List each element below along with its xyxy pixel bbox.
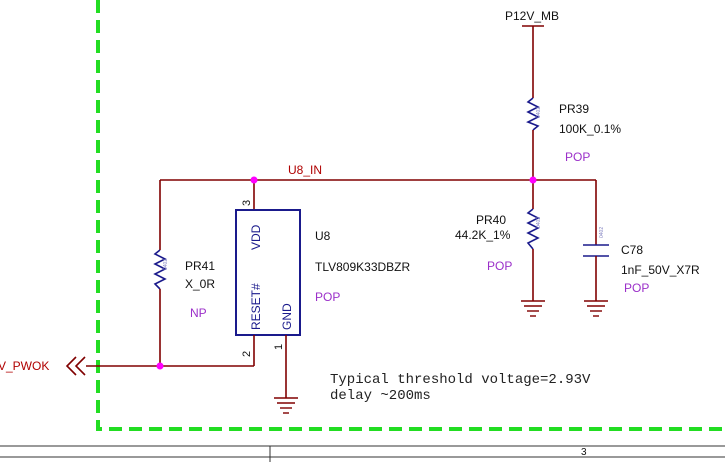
note-delay: delay ~200ms	[330, 388, 431, 404]
pr40-package: 0402	[536, 217, 542, 228]
pr39-value: 100K_0.1%	[559, 122, 621, 136]
u8-pin3-number: 3	[241, 200, 253, 206]
pr41-pop: NP	[190, 306, 207, 320]
u8-pin-gnd: GND	[280, 303, 294, 330]
pr41-package: 0402	[163, 259, 169, 270]
pr41-ref: PR41	[185, 259, 215, 273]
junction-dot	[529, 176, 537, 184]
title-frame: 3	[0, 445, 725, 462]
u8-pin1-number: 1	[273, 344, 285, 350]
pr39-pop: POP	[565, 150, 590, 164]
u8-pin2-number: 2	[241, 351, 253, 357]
u8-pin-vdd: VDD	[249, 224, 263, 250]
resistor-pr39	[526, 97, 540, 131]
u8-pop: POP	[315, 290, 340, 304]
ground-symbol-c78	[584, 300, 608, 317]
note-threshold: Typical threshold voltage=2.93V	[330, 372, 591, 388]
u8-part: TLV809K33DBZR	[315, 260, 410, 274]
pr40-pop: POP	[487, 259, 512, 273]
u8-ref: U8	[315, 229, 331, 243]
c78-package: 0402	[599, 227, 605, 238]
net-label-u8-in: U8_IN	[288, 163, 322, 177]
resistor-pr40	[526, 208, 540, 250]
u8-pin-reset: RESET#	[249, 283, 263, 330]
c78-ref: C78	[621, 243, 643, 257]
u8-ic-body	[235, 209, 301, 336]
net-label-p12v-mb: P12V_MB	[505, 9, 559, 23]
c78-pop: POP	[624, 281, 649, 295]
pr40-ref: PR40	[476, 213, 506, 227]
sheet-number: 3	[581, 447, 587, 458]
c78-value: 1nF_50V_X7R	[621, 263, 700, 277]
junction-dot	[156, 362, 164, 370]
pr39-ref: PR39	[559, 102, 589, 116]
ground-symbol-u8	[274, 397, 298, 414]
pr40-value: 44.2K_1%	[455, 228, 511, 242]
pr39-package: 0402	[536, 107, 542, 118]
net-label-v-pwok: V_PWOK	[0, 359, 49, 373]
pr41-value: X_0R	[185, 277, 215, 291]
off-page-connector-icon	[65, 356, 86, 376]
block-border	[96, 0, 725, 431]
ground-symbol-pr40	[521, 300, 545, 317]
junction-dot	[250, 176, 258, 184]
resistor-pr41	[153, 249, 167, 290]
